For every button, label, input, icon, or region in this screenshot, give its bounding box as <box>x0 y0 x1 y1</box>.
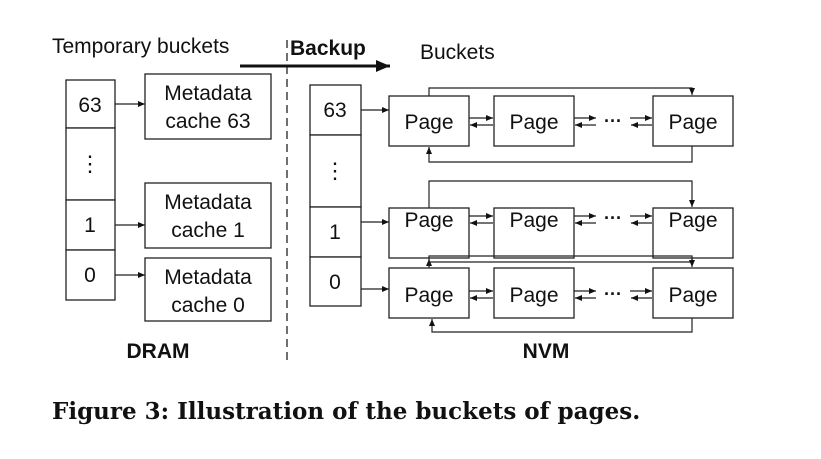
nvm-index-cell-dots <box>309 134 362 208</box>
dram-label: DRAM <box>127 340 190 363</box>
metadata-cache-1-box <box>144 182 272 249</box>
metadata-cache-1-line2: cache 1 <box>171 219 245 242</box>
metadata-cache-63-line1: Metadata <box>164 82 252 105</box>
dram-index-cell-63 <box>65 79 116 129</box>
page-box-63-b <box>493 95 575 147</box>
temporary-buckets-header: Temporary buckets <box>52 35 229 58</box>
dram-index-0: 0 <box>84 264 96 287</box>
page-box-0-c <box>652 267 734 319</box>
dram-index-column <box>65 79 116 301</box>
dram-index-1: 1 <box>84 214 96 237</box>
metadata-cache-0-box <box>144 257 272 322</box>
dram-index-63: 63 <box>78 94 101 117</box>
wrap-top-63 <box>428 87 695 96</box>
nvm-index-63: 63 <box>323 99 346 122</box>
nvm-index-cell-63 <box>309 84 362 136</box>
wrap-bottom-63 <box>426 146 693 163</box>
page-ellipsis-63: ··· <box>604 111 622 131</box>
page-ellipsis-0: ··· <box>604 284 622 304</box>
nvm-index-0: 0 <box>329 271 341 294</box>
page-label-63-b: Page <box>509 111 558 134</box>
page-label-63-c: Page <box>668 111 717 134</box>
dram-index-cell-dots <box>65 127 116 201</box>
metadata-cache-63-box <box>144 73 272 140</box>
buckets-header: Buckets <box>420 41 495 64</box>
page-label-1-b: Page <box>509 209 558 232</box>
metadata-cache-0-line2: cache 0 <box>171 294 245 317</box>
nvm-index-cell-1 <box>309 206 362 258</box>
backup-label: Backup <box>290 37 366 60</box>
wrap-top-1 <box>428 180 695 208</box>
page-label-0-c: Page <box>668 284 717 307</box>
metadata-cache-0-line1: Metadata <box>164 266 252 289</box>
page-box-0-b <box>493 267 575 319</box>
page-ellipsis-1: ··· <box>604 208 622 228</box>
page-label-0-b: Page <box>509 284 558 307</box>
page-box-63-a <box>388 95 470 147</box>
nvm-index-1: 1 <box>329 221 341 244</box>
page-box-1-c <box>652 207 734 259</box>
nvm-index-column <box>309 84 362 307</box>
page-label-63-a: Page <box>404 111 453 134</box>
page-label-0-a: Page <box>404 284 453 307</box>
nvm-index-ellipsis: ⋮ <box>324 158 346 183</box>
metadata-cache-1-line1: Metadata <box>164 191 252 214</box>
page-label-1-a: Page <box>404 209 453 232</box>
nvm-index-cell-0 <box>309 256 362 307</box>
wrap-bottom-0 <box>429 318 693 333</box>
figure-caption: Figure 3: Illustration of the buckets of… <box>52 398 641 425</box>
metadata-cache-63-line2: cache 63 <box>165 110 250 133</box>
wrap-top-0 <box>428 255 695 268</box>
page-box-63-c <box>652 95 734 147</box>
nvm-label: NVM <box>523 340 570 363</box>
page-box-1-b <box>493 207 575 259</box>
dram-index-ellipsis: ⋮ <box>79 151 101 176</box>
page-label-1-c: Page <box>668 209 717 232</box>
page-box-0-a <box>388 267 470 319</box>
